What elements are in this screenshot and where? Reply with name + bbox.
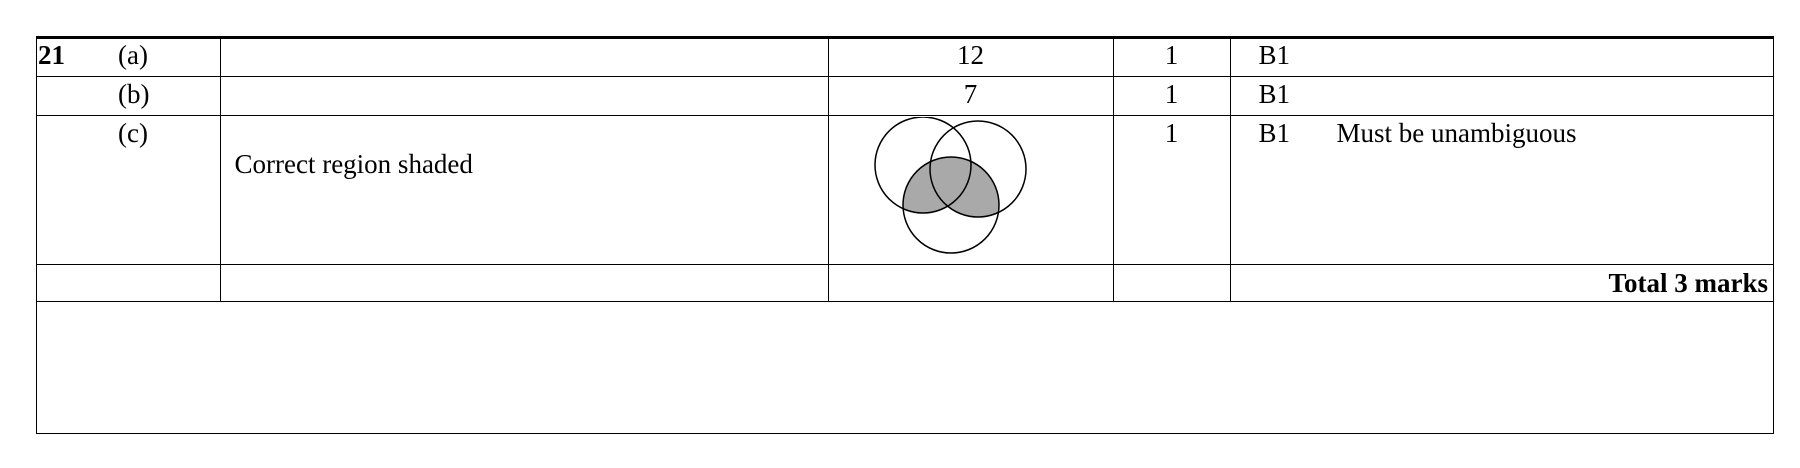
mark-code-a: B1 [1258, 40, 1291, 70]
question-cell: (c) [36, 115, 221, 265]
table-row-b: (b) 7 1 B1 [36, 76, 1774, 116]
answer-cell-c [827, 115, 1114, 265]
part-label-b: (b) [118, 79, 150, 109]
total-marks: Total 3 marks [1608, 268, 1768, 298]
mark-cell-c: 1 [1112, 115, 1231, 265]
mark-value-a: 1 [1164, 40, 1179, 70]
mark-code-c: B1 [1258, 118, 1291, 148]
method-text-c: Correct region shaded [234, 149, 473, 179]
total-marks-cell: Total 3 marks [1229, 264, 1774, 302]
method-cell-b [219, 76, 829, 116]
table-top-rule [36, 36, 1774, 39]
question-cell: 21 (a) [36, 38, 221, 77]
venn-circle-c [901, 156, 1000, 254]
method-cell-a [219, 38, 829, 77]
venn-circle-a [873, 117, 972, 214]
mark-value-b: 1 [1164, 79, 1179, 109]
table-row-a: 21 (a) 12 1 B1 [36, 38, 1774, 77]
guidance-cell-c: B1 Must be unambiguous [1229, 115, 1774, 265]
table-row-c: (c) Correct region shaded [36, 115, 1774, 265]
mark-cell-a: 1 [1112, 38, 1231, 77]
venn-diagram-icon [873, 117, 1027, 254]
empty-cell [219, 264, 829, 302]
mark-value-c: 1 [1164, 118, 1179, 148]
part-label-c: (c) [118, 118, 148, 148]
part-label-a: (a) [118, 40, 148, 70]
question-cell: (b) [36, 76, 221, 116]
venn-circle-b [928, 120, 1027, 218]
empty-cell [827, 264, 1114, 302]
guidance-note-c: Must be unambiguous [1336, 118, 1577, 148]
empty-cell [1112, 264, 1231, 302]
answer-cell-b: 7 [827, 76, 1114, 116]
guidance-cell-a: B1 [1229, 38, 1774, 77]
empty-cell [36, 264, 221, 302]
method-cell-c: Correct region shaded [219, 115, 829, 265]
answer-cell-a: 12 [827, 38, 1114, 77]
mark-code-b: B1 [1258, 79, 1291, 109]
table-row-total: Total 3 marks [36, 264, 1774, 302]
mark-scheme-table: 21 (a) 12 1 B1 (b) 7 1 B1 (c) Correct re… [36, 38, 1774, 302]
mark-cell-b: 1 [1112, 76, 1231, 116]
shaded-region-b-and-c [929, 157, 999, 217]
question-number: 21 [38, 40, 65, 70]
guidance-cell-b: B1 [1229, 76, 1774, 116]
